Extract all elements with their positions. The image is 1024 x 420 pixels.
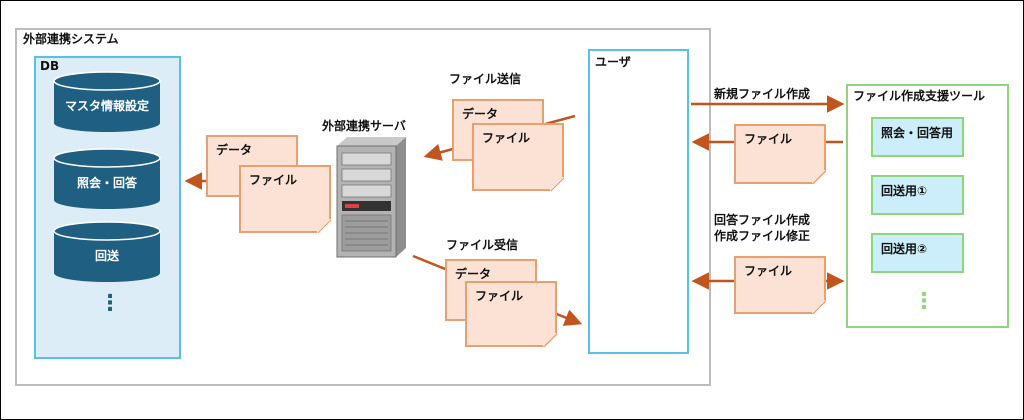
file-document: ファイル bbox=[734, 256, 826, 314]
send-flow-label: ファイル送信 bbox=[449, 72, 522, 86]
system-title: 外部連携システム bbox=[23, 32, 119, 46]
tool-item-forward-1: 回送用① bbox=[871, 175, 964, 215]
db-table-label: 回送 bbox=[94, 249, 119, 263]
new-file-flow-label: 新規ファイル作成 bbox=[714, 87, 811, 101]
db-table-label: 照会・回答 bbox=[76, 176, 137, 190]
tool-item-forward-2: 回送用② bbox=[871, 233, 964, 273]
file-document: ファイル bbox=[472, 123, 564, 191]
db-cylinder-master bbox=[53, 71, 161, 132]
server-icon bbox=[336, 137, 406, 258]
user-title: ユーザ bbox=[595, 55, 631, 69]
tool-more-indicator: ⋮ bbox=[913, 289, 935, 314]
db-more-indicator: ⋮ bbox=[99, 291, 121, 316]
answer-flow-label-line2: 作成ファイル修正 bbox=[714, 229, 811, 243]
system-boundary bbox=[15, 28, 711, 386]
tool-title: ファイル作成支援ツール bbox=[853, 89, 986, 103]
db-cylinder-forward bbox=[53, 221, 161, 282]
tool-item-inquiry: 照会・回答用 bbox=[871, 117, 964, 157]
answer-flow-label-line1: 回答ファイル作成 bbox=[714, 213, 811, 227]
file-document: ファイル bbox=[465, 281, 557, 347]
db-title: DB bbox=[40, 59, 60, 73]
server-label: 外部連携サーバ bbox=[322, 119, 406, 133]
file-document: ファイル bbox=[734, 124, 826, 184]
db-cylinder-inquiry bbox=[53, 148, 161, 209]
user-container bbox=[588, 49, 689, 354]
db-table-label: マスタ情報設定 bbox=[64, 99, 149, 113]
file-document: ファイル bbox=[239, 165, 331, 233]
receive-flow-label: ファイル受信 bbox=[446, 238, 519, 252]
